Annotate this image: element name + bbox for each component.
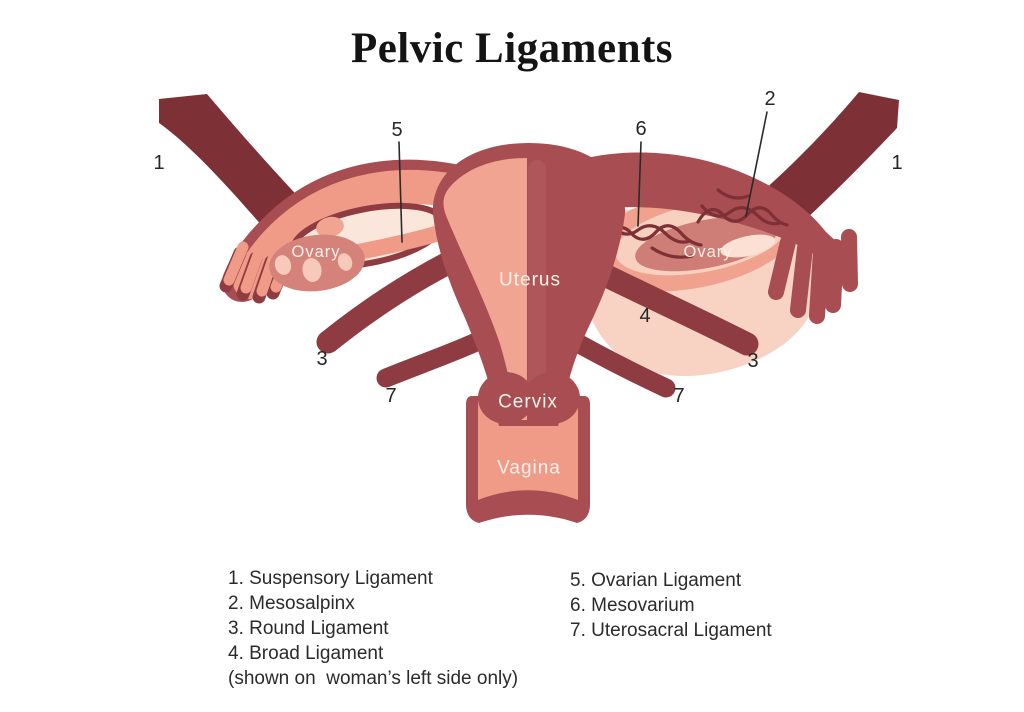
legend-item-5: 5. Ovarian Ligament (570, 570, 742, 591)
leader-line-5 (398, 141, 403, 243)
legend-item-4: 4. Broad Ligament (228, 643, 384, 664)
leader-line-6 (637, 141, 642, 227)
uterus-label: Uterus (499, 270, 561, 291)
callout-5: 5 (391, 119, 402, 141)
legend-item-2: 2. Mesosalpinx (228, 593, 355, 614)
ovary-right-pale-swirl (720, 234, 776, 258)
legend-left-column: 1. Suspensory Ligament 2. Mesosalpinx 3.… (228, 566, 518, 691)
callout-7-left: 7 (385, 385, 396, 407)
callout-4: 4 (639, 305, 650, 327)
page-title: Pelvic Ligaments (350, 25, 674, 72)
legend-item-1: 1. Suspensory Ligament (228, 568, 433, 589)
cervix-shape (478, 372, 580, 424)
cervix-label: Cervix (498, 392, 558, 413)
leader-line-2 (745, 111, 768, 217)
callout-1-right: 1 (891, 152, 902, 174)
ovary-left-label: Ovary (291, 243, 340, 261)
uterus-canal-highlight (528, 160, 546, 418)
callout-6: 6 (635, 118, 646, 140)
mesosalpinx-vessels (696, 188, 789, 227)
callout-7-right: 7 (673, 385, 684, 407)
fallopian-tube-left-shape (233, 170, 493, 299)
callout-3-right: 3 (747, 350, 758, 372)
broad-ligament-left-spot (316, 216, 344, 238)
ovary-left-follicles (274, 253, 353, 282)
legend-item-3: 3. Round Ligament (228, 618, 389, 639)
fimbriae-right (768, 229, 858, 324)
callout-3-left: 3 (316, 348, 327, 370)
legend-right-column: 5. Ovarian Ligament 6. Mesovarium 7. Ute… (570, 568, 772, 643)
legend-item-7: 7. Uterosacral Ligament (570, 620, 772, 641)
uterus-inner-shape (443, 158, 527, 420)
callout-1-left: 1 (153, 152, 164, 174)
fallopian-tube-right-shape (545, 152, 856, 282)
ovary-right-label: Ovary (683, 243, 732, 261)
legend-item-6: 6. Mesovarium (570, 595, 695, 616)
leader-lines (398, 111, 768, 243)
mesovarium-vessels (604, 222, 703, 259)
vagina-label: Vagina (497, 458, 561, 479)
callout-2: 2 (764, 88, 775, 110)
legend-item-4-note: (shown on woman’s left side only) (228, 668, 519, 689)
